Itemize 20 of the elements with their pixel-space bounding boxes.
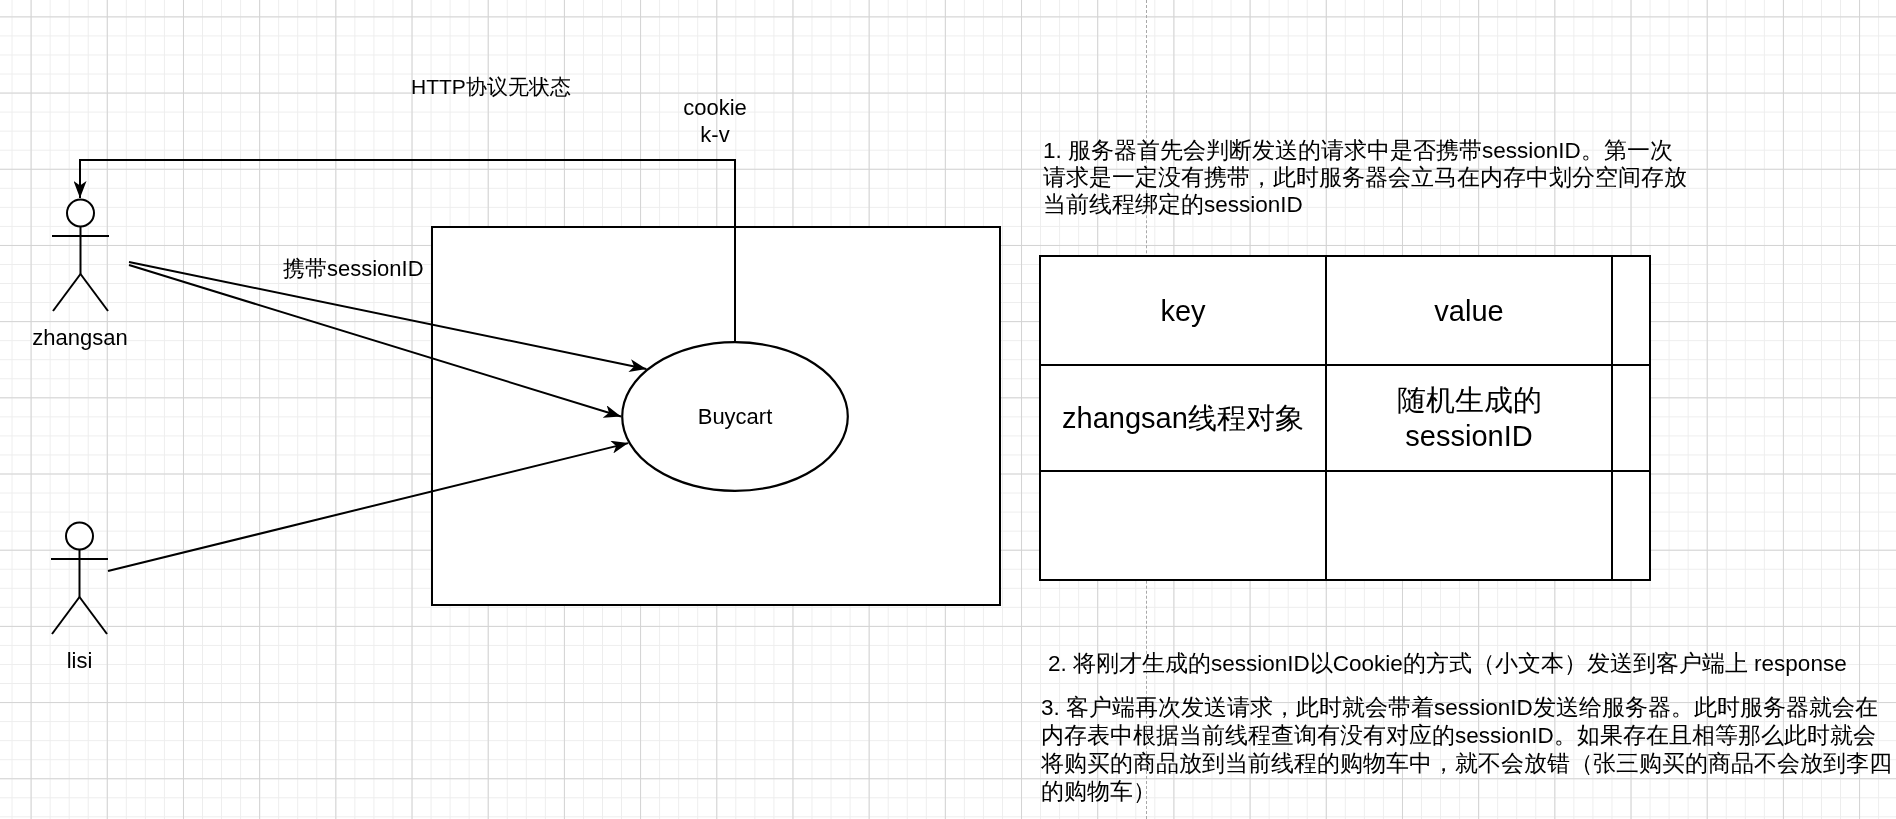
arrow (128, 264, 622, 418)
table-header-cell: key (1041, 257, 1327, 366)
note-text: 3. 客户端再次发送请求，此时就会带着sessionID发送给服务器。此时服务器就会在内存表中根据当前线程查询有没有对应的sessionID。如果存在且相等那么此时就会将购买的商品放到当前线程的购物车中，就不会放错（张三购买的商品不会放到李四的购物车） (1041, 694, 1893, 806)
server-boundary-box (431, 226, 1001, 606)
actor-name: lisi (66, 647, 93, 675)
note-text: 2. 将刚才生成的sessionID以Cookie的方式（小文本）发送到客户端上 response (1048, 650, 1848, 678)
node-label: Buycart (697, 403, 773, 430)
heading: HTTP协议无状态 (411, 74, 571, 100)
edge-label: cookie k-v (682, 94, 748, 148)
actor-name: zhangsan (32, 324, 128, 352)
use-case-ellipse (621, 341, 849, 492)
arrow (73, 159, 736, 342)
edge-label: 携带sessionID (283, 255, 424, 282)
arrow (107, 440, 630, 572)
table-cell: zhangsan线程对象 (1041, 366, 1327, 472)
actor (31, 198, 129, 352)
note-text: 1. 服务器首先会判断发送的请求中是否携带sessionID。第一次请求是一定没有携带，此时服务器会立马在内存中划分空间存放当前线程绑定的sessionID (1043, 137, 1688, 218)
table-header-cell: value (1327, 257, 1613, 366)
arrow (128, 260, 648, 372)
table-cell: 随机生成的sessionID (1327, 366, 1613, 472)
